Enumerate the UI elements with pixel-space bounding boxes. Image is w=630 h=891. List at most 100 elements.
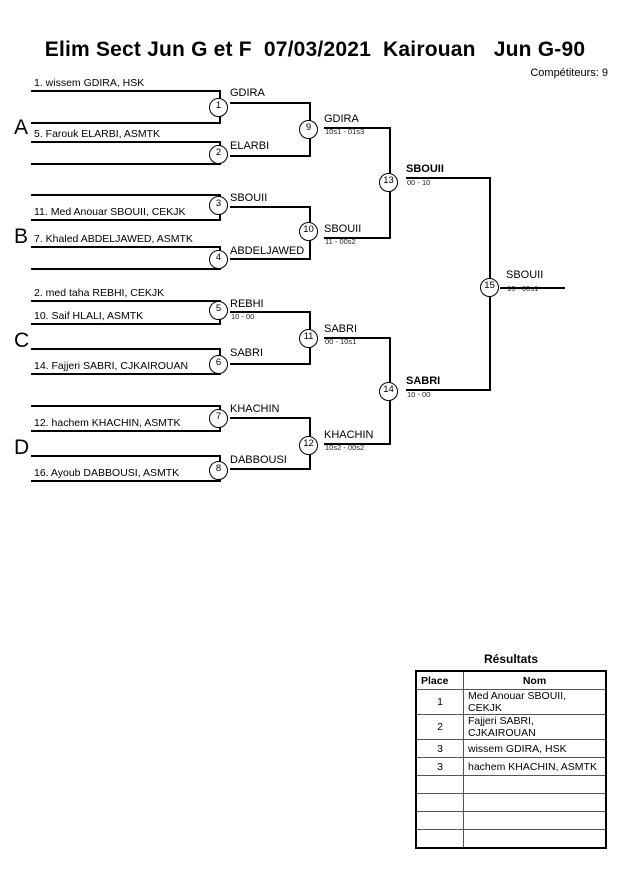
- competitor-name: 10. Saif HLALI, ASMTK: [34, 310, 144, 322]
- competitor-name: 14. Fajjeri SABRI, CJKAIROUAN: [34, 360, 189, 372]
- match-number[interactable]: 14: [379, 382, 398, 401]
- result-place: [415, 829, 464, 849]
- result-name: wissem GDIRA, HSK: [463, 739, 607, 758]
- bracket-line: [31, 194, 221, 196]
- results-panel: Résultats Place Nom 1 Med Anouar SBOUII,…: [415, 652, 607, 849]
- result-name: Med Anouar SBOUII, CEKJK: [463, 689, 607, 715]
- table-row: [415, 793, 607, 812]
- bracket-line: [324, 237, 391, 239]
- bracket-line: [31, 373, 221, 375]
- column-header-nom: Nom: [463, 670, 607, 690]
- bracket-line: [31, 455, 221, 457]
- match-winner: SABRI: [230, 347, 264, 359]
- result-place: [415, 775, 464, 794]
- match-number[interactable]: 11: [299, 329, 318, 348]
- result-place: 2: [415, 714, 464, 740]
- bracket-line: [31, 122, 221, 124]
- competitor-name: 11. Med Anouar SBOUII, CEKJK: [34, 206, 186, 218]
- competitor-name: 2. med taha REBHI, CEKJK: [34, 287, 165, 299]
- bracket-line: [230, 258, 311, 260]
- bracket-line: [31, 405, 221, 407]
- bracket-line: [324, 337, 391, 339]
- match-number[interactable]: 4: [209, 250, 228, 269]
- match-number[interactable]: 8: [209, 461, 228, 480]
- match-number[interactable]: 13: [379, 173, 398, 192]
- match-winner: DABBOUSI: [230, 454, 287, 466]
- match-score: 10s2 - 00s2: [325, 443, 365, 452]
- table-row: [415, 811, 607, 830]
- match-winner: GDIRA: [230, 87, 265, 99]
- match-winner: REBHI: [230, 298, 264, 310]
- bracket-line: [31, 163, 221, 165]
- match-number[interactable]: 1: [209, 98, 228, 117]
- table-row: [415, 829, 607, 849]
- result-name: [463, 775, 607, 794]
- table-row: 1 Med Anouar SBOUII, CEKJK: [415, 689, 607, 715]
- result-name: hachem KHACHIN, ASMTK: [463, 757, 607, 776]
- table-header-row: Place Nom: [415, 670, 607, 690]
- table-row: 3 wissem GDIRA, HSK: [415, 739, 607, 758]
- table-row: 2 Fajjeri SABRI, CJKAIROUAN: [415, 714, 607, 740]
- match-number[interactable]: 15: [480, 278, 499, 297]
- match-number[interactable]: 9: [299, 120, 318, 139]
- results-table: Place Nom 1 Med Anouar SBOUII, CEKJK 2 F…: [415, 670, 607, 849]
- table-row: 3 hachem KHACHIN, ASMTK: [415, 757, 607, 776]
- result-place: 1: [415, 689, 464, 715]
- match-winner: KHACHIN: [324, 429, 374, 441]
- competitor-name: 7. Khaled ABDELJAWED, ASMTK: [34, 233, 193, 245]
- bracket-line: [31, 430, 221, 432]
- competitor-name: 16. Ayoub DABBOUSI, ASMTK: [34, 467, 180, 479]
- bracket-line: [406, 389, 491, 391]
- match-winner: SABRI: [324, 323, 358, 335]
- match-number[interactable]: 6: [209, 355, 228, 374]
- section-label-c: C: [14, 329, 30, 352]
- bracket-line: [230, 468, 311, 470]
- result-name: [463, 811, 607, 830]
- match-score: 10 - 00: [407, 390, 431, 399]
- competitors-count: Compétiteurs: 9: [530, 67, 608, 79]
- match-winner: GDIRA: [324, 113, 359, 125]
- match-winner: SBOUII: [230, 192, 268, 204]
- section-label-d: D: [14, 436, 30, 459]
- match-number[interactable]: 5: [209, 301, 228, 320]
- match-number[interactable]: 2: [209, 145, 228, 164]
- match-score: 10s1 - 01s3: [325, 127, 365, 136]
- match-score: 10 - 00: [231, 312, 255, 321]
- result-place: 3: [415, 739, 464, 758]
- result-place: [415, 811, 464, 830]
- bracket-line: [230, 311, 311, 313]
- bracket-line: [31, 300, 221, 302]
- section-label-b: B: [14, 225, 29, 248]
- result-name: Fajjeri SABRI, CJKAIROUAN: [463, 714, 607, 740]
- bracket-line: [500, 287, 565, 289]
- bracket-line: [31, 480, 221, 482]
- result-name: [463, 793, 607, 812]
- match-winner: SBOUII: [406, 163, 444, 175]
- results-title: Résultats: [483, 652, 539, 666]
- page-title: Elim Sect Jun G et F 07/03/2021 Kairouan…: [44, 38, 586, 61]
- match-score: 00 - 10s1: [325, 337, 357, 346]
- match-winner: SBOUII: [324, 223, 362, 235]
- competitor-name: 1. wissem GDIRA, HSK: [34, 77, 145, 89]
- column-header-place: Place: [415, 670, 464, 690]
- table-row: [415, 775, 607, 794]
- bracket-line: [230, 417, 311, 419]
- bracket-line: [31, 246, 221, 248]
- match-number[interactable]: 10: [299, 222, 318, 241]
- result-name: [463, 829, 607, 849]
- competitor-name: 5. Farouk ELARBI, ASMTK: [34, 128, 161, 140]
- bracket-line: [324, 443, 391, 445]
- match-winner: SABRI: [406, 375, 441, 387]
- section-label-a: A: [14, 116, 29, 139]
- match-number[interactable]: 3: [209, 196, 228, 215]
- match-number[interactable]: 12: [299, 436, 318, 455]
- bracket-line: [31, 348, 221, 350]
- bracket-line: [230, 155, 311, 157]
- competitor-name: 12. hachem KHACHIN, ASMTK: [34, 417, 181, 429]
- bracket-line: [230, 206, 311, 208]
- bracket-line: [324, 127, 391, 129]
- match-number[interactable]: 7: [209, 409, 228, 428]
- match-winner: ELARBI: [230, 140, 270, 152]
- bracket-line: [31, 323, 221, 325]
